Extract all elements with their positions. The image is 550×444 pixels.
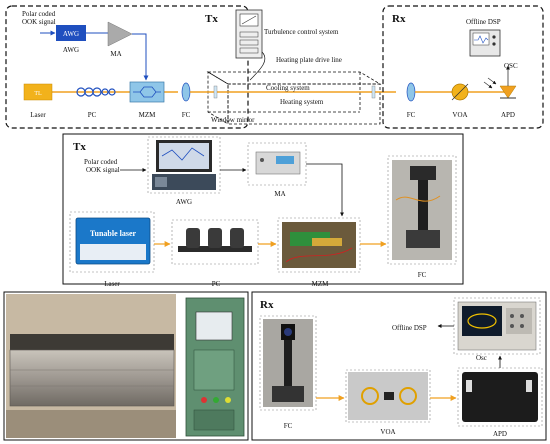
ma-label: MA [110,50,121,58]
control-cabinet-knob-3 [225,397,231,403]
tx-photo-title: Tx [73,141,86,153]
voa-photo [345,369,431,423]
heating-plate-line-label: Heating plate drive line [276,56,342,64]
fc-tx-photo [387,155,457,265]
voa-label: VOA [452,111,467,119]
turbulence-control-label: Turbulence control system [264,28,339,36]
rx-photo-panel: Rx FC VOA APD [251,291,547,441]
tx-schematic-box [5,5,249,129]
window-mirror-left [213,85,218,99]
rx-title: Rx [392,13,406,25]
chamber-photo-floor [6,410,176,438]
osc-photo [453,297,541,355]
apd-label: APD [501,111,515,119]
chamber-front-body [9,349,175,407]
ma-amplifier-icon [107,21,133,47]
tx-title: Tx [205,13,218,25]
osc-icon-knob-1 [492,35,496,39]
tunable-laser-text: Tunable laser [90,229,137,238]
ma-to-mzm-photo-line [306,163,344,217]
rx-photo-title: Rx [260,299,274,311]
apd-photo-label: APD [493,430,507,438]
apd-light-ray-1 [487,77,497,85]
voa-photo-label: VOA [380,428,395,436]
awg-label: AWG [63,46,79,54]
fc-rx-lens-icon [406,82,416,102]
cooling-system-label: Cooling system [266,84,310,92]
voa-icon-arrow [451,83,469,101]
pc-coil-icon [76,87,116,97]
control-cabinet-knob-1 [201,397,207,403]
laser-box [23,83,53,101]
mzm-photo [277,217,361,273]
chamber-photo-panel [3,291,249,441]
ma-photo [247,142,307,186]
top-schematic: Tx Polar coded OOK signal AWG AWG MA TL … [5,5,544,129]
ma-to-mzm-line [132,33,149,81]
awg-box [56,25,86,41]
heating-system-label: Heating system [280,98,324,106]
mzm-photo-label: MZM [312,280,330,288]
osc-icon-trace [474,35,489,44]
awg-box-text: AWG [63,30,79,38]
pc-photo-label: PC [212,280,221,288]
tx-photo-signal-line1: Polar coded [84,158,118,166]
chamber-top-body [10,334,174,352]
control-system-panel-3 [239,47,259,54]
ma-photo-label: MA [274,190,285,198]
control-system-panel-1 [239,31,259,38]
mzm-label: MZM [139,111,157,119]
signal-label-line2: OOK signal [22,18,56,26]
control-cabinet-panel [193,349,235,391]
control-system-panel-2 [239,39,259,46]
osc-photo-label: Osc [476,354,487,362]
rx-schematic-box [382,5,544,129]
pc-label: PC [88,111,97,119]
window-mirror-label: Window mirror [211,116,255,124]
fc-rx-photo-label: FC [284,422,293,430]
apd-photo [457,367,543,427]
osc-icon-knob-2 [492,42,496,46]
control-system-screen-mark [241,15,257,25]
apd-light-ray-2 [483,81,493,89]
tx-photo-signal-line2: OOK signal [86,166,120,174]
drive-line [249,51,266,81]
tx-photo-panel: Tx Polar coded OOK signal AWG MA [62,133,464,288]
fc-tx-label: FC [182,111,191,119]
fc-rx-label: FC [407,111,416,119]
offline-dsp-label: Offline DSP [466,18,501,26]
awg-photo-label: AWG [176,198,192,206]
fc-tx-lens-icon [181,82,191,102]
pc-photo [171,219,259,265]
mzm-box [129,81,165,103]
window-mirror-right [371,85,376,99]
tunable-laser-photo [69,211,155,273]
laser-photo-label: Laser [104,280,120,288]
control-cabinet-screen [195,311,233,341]
signal-label-line1: Polar coded [22,10,56,18]
control-cabinet-drawer [193,409,235,431]
control-cabinet-knob-2 [213,397,219,403]
offline-dsp-photo-label: Offline DSP [392,324,427,332]
awg-photo [147,136,221,194]
osc-label: OSC [504,62,518,70]
fc-photo-label: FC [418,271,427,279]
fc-rx-photo [259,315,317,411]
laser-box-text: TL [34,91,42,97]
laser-label: Laser [30,111,46,119]
mzm-waveguide [133,86,161,98]
